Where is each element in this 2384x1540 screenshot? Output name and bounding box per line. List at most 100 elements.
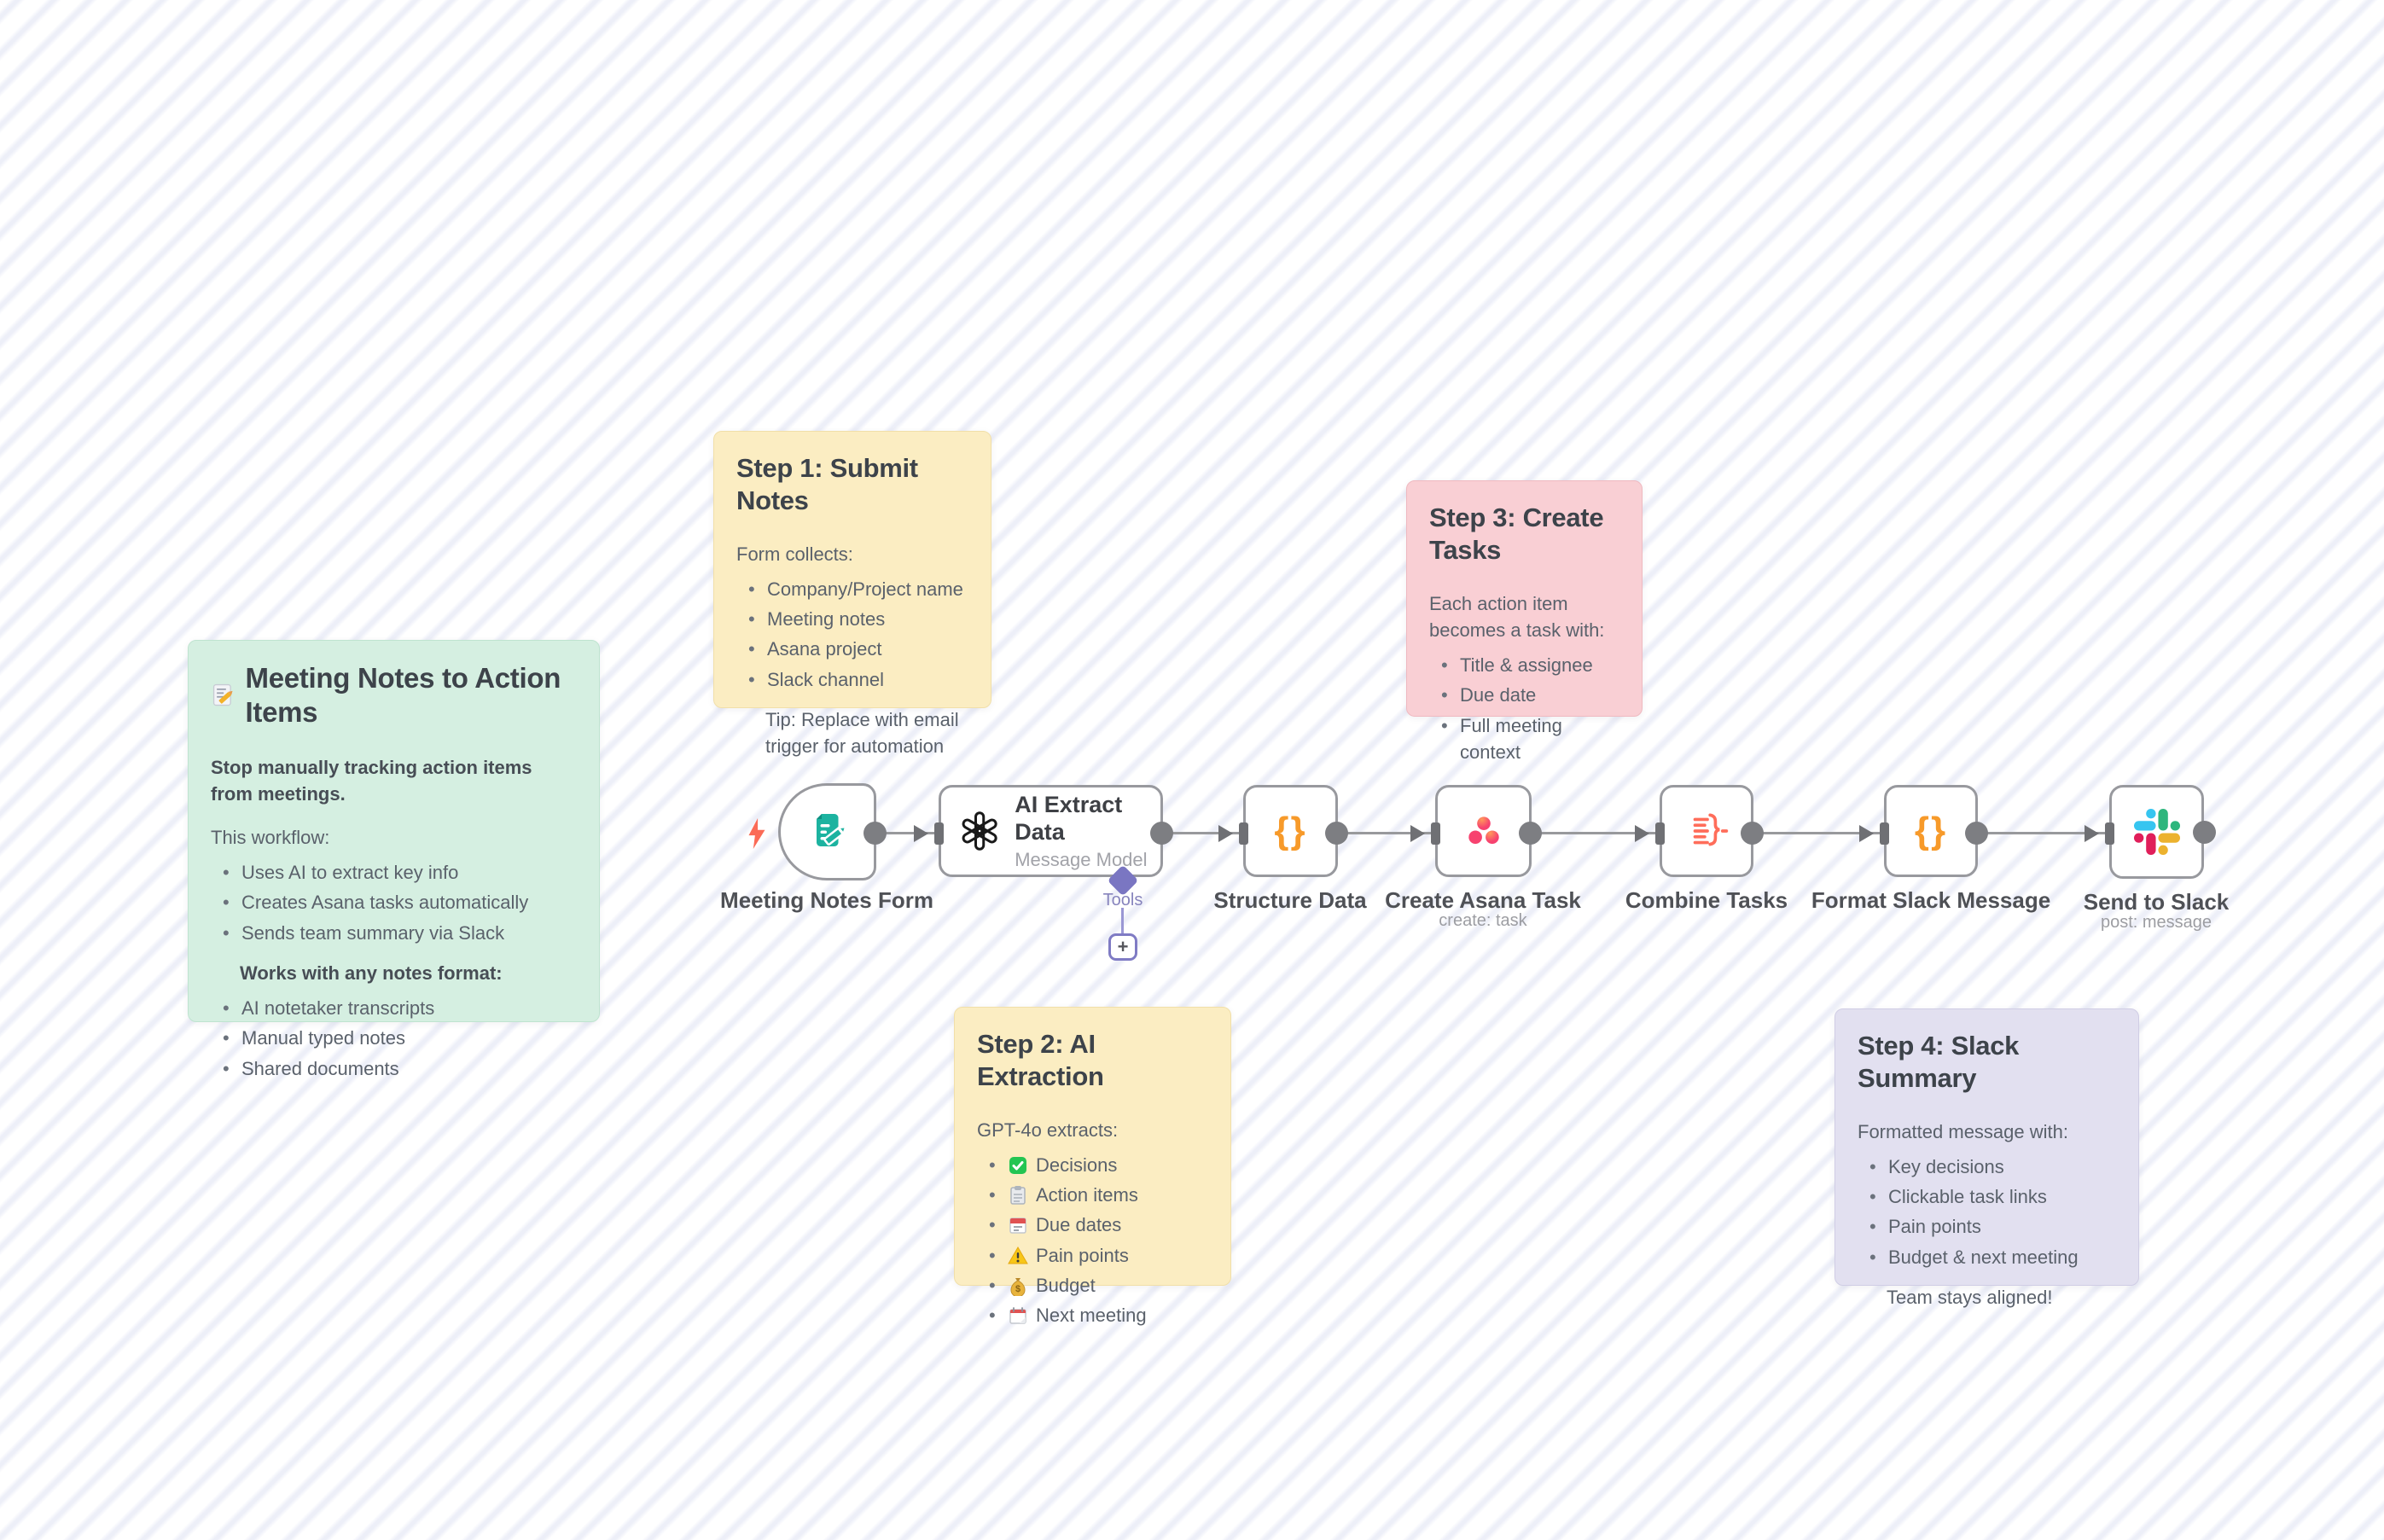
slack-icon	[2133, 809, 2180, 855]
node-structure-data[interactable]: {}	[1243, 785, 1338, 877]
sticky-note-step4[interactable]: Step 4: Slack Summary Formatted message …	[1835, 1008, 2139, 1308]
list-item: Next meeting	[989, 1302, 1208, 1328]
node-ai-extract-data[interactable]: AI Extract Data Message Model	[939, 785, 1163, 877]
input-port	[934, 822, 944, 845]
note-step1-intro: Form collects:	[736, 543, 853, 565]
note-step2-intro: GPT-4o extracts:	[977, 1119, 1119, 1141]
tools-label: Tools	[1102, 891, 1143, 909]
code-braces-icon: {}	[1274, 810, 1307, 851]
node-format-slack-message[interactable]: {}	[1884, 785, 1978, 877]
note-overview-tagline: Stop manually tracking action items from…	[211, 756, 532, 805]
connection-line	[863, 822, 944, 845]
output-endpoint[interactable]	[1150, 822, 1173, 845]
list-item: Manual typed notes	[223, 1025, 577, 1051]
connection-line	[1519, 822, 1665, 845]
tools-connector-line	[1121, 908, 1124, 935]
form-icon	[816, 814, 846, 846]
arrowhead-icon	[914, 825, 928, 842]
output-endpoint[interactable]	[1325, 822, 1348, 845]
output-endpoint[interactable]	[863, 822, 887, 845]
note-overview-formats-header: Works with any notes format:	[240, 962, 503, 984]
input-port	[1431, 822, 1440, 845]
note-step3-title: Step 3: Create Tasks	[1429, 503, 1604, 565]
node-combine-tasks[interactable]	[1660, 785, 1753, 877]
list-item: Due dates	[989, 1212, 1208, 1238]
note-overview-intro: This workflow:	[211, 826, 330, 848]
sticky-note-step3[interactable]: Step 3: Create Tasks Each action item be…	[1406, 480, 1643, 763]
step1-list: Company/Project name Meeting notes Asana…	[736, 576, 968, 693]
input-port	[2105, 822, 2114, 845]
list-item: Uses AI to extract key info	[223, 859, 577, 886]
list-item: Shared documents	[223, 1055, 577, 1082]
note-step4-title: Step 4: Slack Summary	[1858, 1031, 2020, 1093]
arrowhead-icon	[2085, 825, 2099, 842]
node-label-create-asana-task: Create Asana Task	[1385, 887, 1581, 913]
overview-workflow-list: Uses AI to extract key info Creates Asan…	[211, 859, 577, 946]
list-item: Title & assignee	[1441, 652, 1619, 678]
list-item: Asana project	[748, 636, 968, 662]
node-create-asana-task[interactable]	[1435, 785, 1532, 877]
list-item: Key decisions	[1869, 1154, 2116, 1180]
tear-off-calendar-emoji-icon	[1009, 1307, 1026, 1324]
sticky-note-step2[interactable]: Step 2: AI Extraction GPT-4o extracts: D…	[954, 1007, 1231, 1329]
node-send-to-slack[interactable]	[2109, 785, 2204, 879]
note-step4-outro: Team stays aligned!	[1887, 1286, 2053, 1308]
arrowhead-icon	[1859, 825, 1874, 842]
code-braces-icon: {}	[1914, 810, 1948, 851]
connection-line	[1965, 822, 2114, 845]
list-item: Budget & next meeting	[1869, 1244, 2116, 1270]
list-item: $ Budget	[989, 1272, 1208, 1299]
note-step1-tip: Tip: Replace with email trigger for auto…	[765, 708, 959, 758]
note-step4-intro: Formatted message with:	[1858, 1120, 2068, 1142]
step4-list: Key decisions Clickable task links Pain …	[1858, 1154, 2116, 1270]
sticky-note-step1[interactable]: Step 1: Submit Notes Form collects: Comp…	[713, 431, 991, 757]
node-meeting-notes-form[interactable]	[778, 783, 876, 880]
list-item: Clickable task links	[1869, 1183, 2116, 1210]
input-port	[1239, 822, 1248, 845]
ai-node-title: AI Extract Data	[1015, 791, 1123, 845]
node-label-meeting-notes-form: Meeting Notes Form	[720, 887, 933, 913]
ai-node-subtitle: Message Model	[1015, 849, 1148, 871]
connection-line	[1150, 822, 1248, 845]
calendar-emoji-icon	[1009, 1217, 1026, 1235]
step2-list: Decisions Action items Due dates	[977, 1152, 1208, 1329]
check-emoji-icon	[1009, 1156, 1026, 1174]
trigger-bolt-icon	[748, 818, 765, 849]
money-bag-emoji-icon: $	[1010, 1277, 1026, 1296]
list-item: Company/Project name	[748, 576, 968, 602]
list-item: Sends team summary via Slack	[223, 920, 577, 946]
note-overview-title: Meeting Notes to Action Items	[211, 661, 577, 730]
arrowhead-icon	[1635, 825, 1649, 842]
input-port	[1655, 822, 1665, 845]
node-label-format-slack-message: Format Slack Message	[1811, 887, 2051, 913]
list-item: AI notetaker transcripts	[223, 995, 577, 1021]
node-sublabel-create-asana-task: create: task	[1439, 911, 1527, 930]
list-item: Pain points	[989, 1242, 1208, 1269]
list-item: Decisions	[989, 1152, 1208, 1178]
output-endpoint[interactable]	[1519, 822, 1542, 845]
ai-node-text: AI Extract Data Message Model	[1015, 791, 1160, 872]
output-endpoint[interactable]	[1965, 822, 1988, 845]
asana-icon	[1468, 816, 1499, 845]
note-step2-title: Step 2: AI Extraction	[977, 1029, 1104, 1091]
connection-line	[1325, 822, 1440, 845]
input-port	[1880, 822, 1889, 845]
output-endpoint[interactable]	[1741, 822, 1764, 845]
node-label-combine-tasks: Combine Tasks	[1625, 887, 1788, 913]
list-item: Pain points	[1869, 1213, 2116, 1240]
add-tool-button[interactable]: +	[1108, 933, 1137, 961]
warning-emoji-icon	[1008, 1246, 1028, 1264]
memo-emoji-icon	[212, 684, 233, 706]
output-endpoint[interactable]	[2193, 821, 2216, 844]
node-label-send-to-slack: Send to Slack	[2083, 889, 2230, 915]
overview-formats-list: AI notetaker transcripts Manual typed no…	[211, 995, 577, 1082]
arrowhead-icon	[1218, 825, 1233, 842]
clipboard-emoji-icon	[1010, 1186, 1026, 1205]
list-item: Action items	[989, 1182, 1208, 1208]
node-label-structure-data: Structure Data	[1213, 887, 1367, 913]
sticky-note-overview[interactable]: Meeting Notes to Action Items Stop manua…	[188, 640, 600, 1082]
list-item: Meeting notes	[748, 606, 968, 632]
list-item: Full meeting context	[1441, 712, 1619, 765]
list-item: Slack channel	[748, 666, 968, 693]
step3-list: Title & assignee Due date Full meeting c…	[1429, 652, 1619, 765]
